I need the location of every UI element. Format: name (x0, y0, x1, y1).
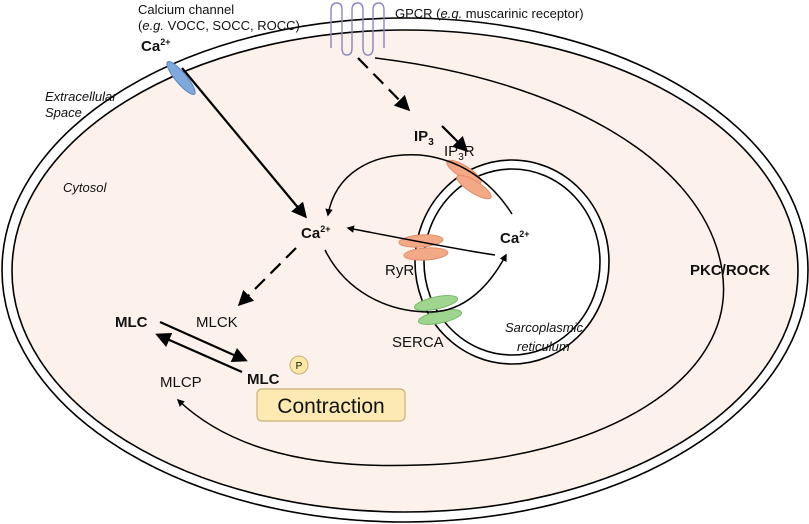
calcium-channel-label: Calcium channel (138, 2, 234, 17)
cytosol-label: Cytosol (63, 180, 107, 195)
calcium-channel-examples: (e.g. VOCC, SOCC, ROCC) (138, 18, 300, 33)
contraction-label: Contraction (277, 395, 384, 418)
pkc-rock-pathway-arrow (176, 57, 725, 467)
sr-label-2: reticulum (517, 339, 570, 354)
mlc-label: MLC (115, 314, 148, 331)
phosphate-label: P (296, 361, 303, 372)
ip3-to-ip3r-arrow (441, 125, 469, 153)
ca-cytosol-label: Ca2+ (301, 224, 330, 242)
serca-uptake-arrow (324, 249, 507, 313)
mlcp-to-mlc-arrow (155, 332, 243, 374)
calcium-channel-icon (166, 61, 196, 95)
contraction-box (256, 388, 406, 422)
gpcr-to-ip3-arrow (357, 57, 411, 112)
mlc-to-mlcp-arrow (159, 320, 248, 363)
ip3r-release-arrow (325, 154, 513, 217)
phosphate-badge (289, 355, 309, 375)
mlc-phospho-label: MLC (247, 371, 280, 388)
ip3r-channel-icon-2 (456, 174, 492, 200)
gpcr-receptor (330, 2, 385, 56)
ip3r-label: IP3R (444, 143, 475, 163)
mlcp-label: MLCP (160, 374, 202, 391)
ryr-channel-icon-2 (403, 247, 449, 261)
ca-sr-label: Ca2+ (500, 229, 529, 247)
mlck-label: MLCK (196, 314, 238, 331)
sr-membrane-inner (423, 168, 601, 356)
extracellular-label-2: Space (45, 105, 82, 120)
ip3-label: IP3 (414, 128, 434, 148)
sr-label: Sarcoplasmic (505, 320, 584, 335)
cell-membrane-inner (11, 29, 799, 513)
ca-extracellular-label: Ca2+ (141, 37, 170, 55)
ryr-label: RyR (385, 262, 414, 279)
serca-label: SERCA (392, 334, 444, 351)
serca-pump-icon (413, 295, 459, 311)
ryr-release-arrow (346, 225, 496, 256)
gpcr-label: GPCR (e.g. muscarinic receptor) (395, 6, 584, 21)
ca-to-mlck-arrow (237, 247, 297, 307)
extracellular-label: Extracellular (45, 89, 117, 104)
pkc-rock-label: PKC/ROCK (690, 262, 770, 279)
ca-influx-arrow (181, 67, 307, 219)
